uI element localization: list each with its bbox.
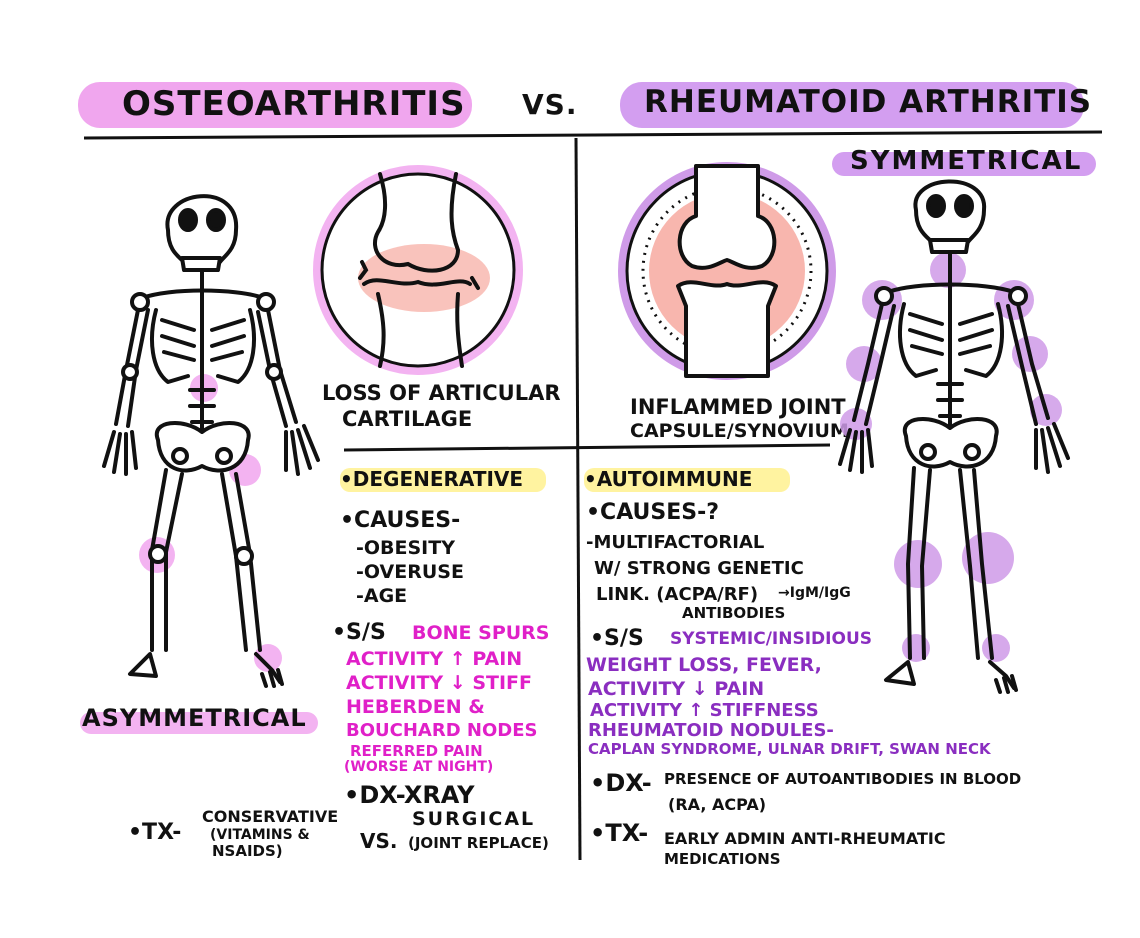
oa-joint-caption-line1: LOSS OF ARTICULAR xyxy=(322,381,561,405)
degenerative-highlight xyxy=(340,468,546,492)
symmetrical-highlight xyxy=(832,152,1096,176)
ra-tx-line: MEDICATIONS xyxy=(664,850,781,868)
ra-skeleton-illustration xyxy=(838,179,1070,694)
ra-ss-line: WEIGHT LOSS, FEVER, xyxy=(586,654,822,676)
ra-causes-label: •CAUSES-? xyxy=(586,500,720,525)
ra-causes-antibodies: ANTIBODIES xyxy=(682,604,786,622)
oa-ss-first: BONE SPURS xyxy=(412,622,550,644)
oa-tx-left: NSAIDS) xyxy=(212,842,283,860)
oa-skeleton-illustration xyxy=(102,194,320,688)
ra-ss-first: SYSTEMIC/INSIDIOUS xyxy=(670,629,872,649)
asymmetrical-label: ASYMMETRICAL xyxy=(82,704,307,732)
oa-ss-small: (WORSE AT NIGHT) xyxy=(344,759,494,775)
oa-title-highlight xyxy=(78,82,472,128)
oa-tx-right: SURGICAL xyxy=(412,808,536,830)
oa-ss-line: HEBERDEN & xyxy=(346,696,485,718)
ra-tx-label: •TX- xyxy=(590,819,649,847)
oa-ss-label: •S/S xyxy=(332,620,386,645)
oa-ss-line: BOUCHARD NODES xyxy=(346,720,538,741)
oa-cause-item: -OBESITY xyxy=(356,537,455,559)
ra-type-label: •AUTOIMMUNE xyxy=(584,467,753,491)
oa-joint-caption-line2: CARTILAGE xyxy=(342,407,473,431)
ra-causes-line: W/ STRONG GENETIC xyxy=(594,558,804,579)
ra-ss-line: CAPLAN SYNDROME, ULNAR DRIFT, SWAN NECK xyxy=(588,740,991,758)
autoimmune-highlight xyxy=(584,468,790,492)
asymmetrical-highlight xyxy=(80,712,318,734)
ra-causes-line: LINK. (ACPA/RF) xyxy=(596,584,759,605)
ra-ss-label: •S/S xyxy=(590,626,644,651)
oa-cause-item: -AGE xyxy=(356,585,408,607)
oa-dx: •DX-XRAY xyxy=(344,781,475,809)
ra-title-highlight xyxy=(620,82,1084,128)
ra-joint-caption-line1: INFLAMMED JOINT xyxy=(630,395,846,419)
oa-ss-line: ACTIVITY ↓ STIFF xyxy=(346,672,532,694)
ra-dx-label: •DX- xyxy=(590,769,652,797)
ra-ss-line: ACTIVITY ↓ PAIN xyxy=(588,678,765,700)
ra-causes-arrow: →IgM/IgG xyxy=(778,585,851,601)
oa-title: OSTEOARTHRITIS xyxy=(122,84,466,124)
oa-tx-vs: VS. xyxy=(360,829,398,853)
ra-ss-line: ACTIVITY ↑ STIFFNESS xyxy=(590,700,819,721)
symmetrical-label: SYMMETRICAL xyxy=(850,146,1083,176)
ra-dx-line: PRESENCE OF AUTOANTIBODIES IN BLOOD xyxy=(664,770,1022,788)
ra-dx-line: (RA, ACPA) xyxy=(668,795,767,814)
ra-tx-line: EARLY ADMIN ANTI-RHEUMATIC xyxy=(664,829,946,848)
oa-cause-item: -OVERUSE xyxy=(356,561,464,583)
ra-causes-line: -MULTIFACTORIAL xyxy=(586,532,765,553)
oa-ss-small: REFERRED PAIN xyxy=(350,742,483,760)
ra-ss-line: RHEUMATOID NODULES- xyxy=(588,720,834,741)
oa-tx-left: CONSERVATIVE xyxy=(202,807,339,826)
vs-label: VS. xyxy=(522,88,578,121)
oa-tx-left: (VITAMINS & xyxy=(210,827,310,843)
ra-joint-caption-line2: CAPSULE/SYNOVIUM xyxy=(630,420,849,442)
oa-type-label: •DEGENERATIVE xyxy=(340,467,524,491)
ra-title: RHEUMATOID ARTHRITIS xyxy=(644,84,1093,120)
ra-joint-illustration xyxy=(618,162,836,380)
oa-tx-label: •TX- xyxy=(128,820,182,845)
oa-joint-illustration xyxy=(313,165,523,375)
oa-tx-right: (JOINT REPLACE) xyxy=(408,834,549,852)
oa-causes-label: •CAUSES- xyxy=(340,508,461,533)
oa-ss-line: ACTIVITY ↑ PAIN xyxy=(346,648,523,670)
